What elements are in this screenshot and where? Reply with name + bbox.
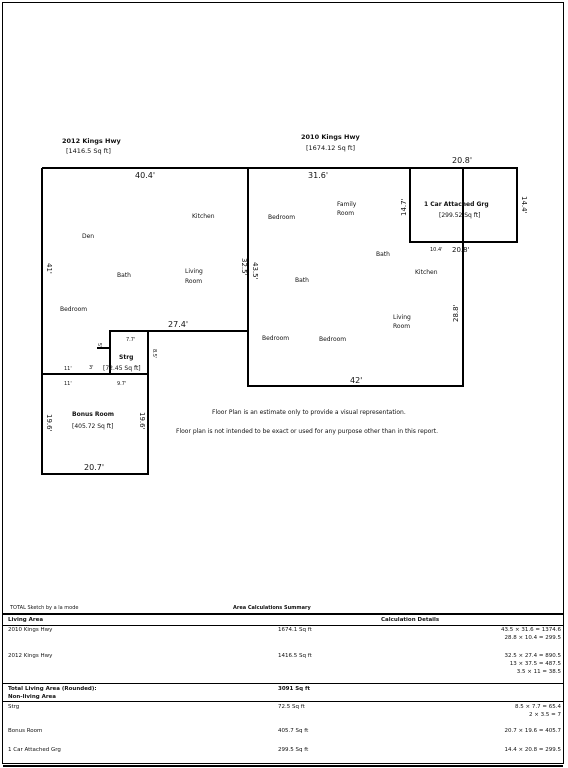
room-label: Room: [337, 210, 354, 217]
room-label: Bath: [295, 277, 309, 284]
header-2010-name: 2010 Kings Hwy: [301, 133, 360, 141]
header-2010-area: [1674.12 Sq ft]: [306, 144, 355, 152]
sketch-credit: TOTAL Sketch by a la mode: [10, 605, 79, 611]
calc-line: 3.5 × 11 = 38.5: [516, 669, 561, 675]
calc-line: 2 × 3.5 = 7: [529, 712, 561, 718]
dim-label: 41': [45, 263, 53, 274]
dim-label: 28.8': [452, 304, 460, 322]
plan-note: Floor Plan is an estimate only to provid…: [212, 409, 406, 416]
wall-2010: [247, 167, 464, 387]
dim-label: 14.4': [520, 196, 528, 214]
dim-label: 20.8': [452, 246, 470, 254]
dim-label: 14.7': [400, 198, 408, 216]
divider: [3, 625, 563, 626]
room-label: Living: [185, 268, 203, 275]
dim-label: 11': [64, 366, 72, 372]
dim-label: 20.8': [452, 156, 472, 165]
dim-label: 20.7': [84, 463, 104, 472]
area-summary: TOTAL Sketch by a la mode Area Calculati…: [3, 605, 563, 767]
calc-line: 32.5 × 27.4 = 890.5: [504, 653, 561, 659]
bonus-area: [405.72 Sq ft]: [72, 423, 113, 430]
room-label: Living: [393, 314, 411, 321]
divider: [3, 701, 563, 702]
total-value: 3091 Sq ft: [278, 686, 311, 692]
dim-label: 43.5': [251, 262, 259, 280]
living-area-heading: Living Area: [8, 617, 44, 623]
strg-name: Strg: [119, 354, 133, 361]
room-label: Kitchen: [192, 213, 215, 220]
row-name: 1 Car Attached Grg: [8, 747, 61, 753]
row-name: 2010 Kings Hwy: [8, 627, 53, 633]
room-label: Bedroom: [319, 336, 346, 343]
calc-line: 14.4 × 20.8 = 299.5: [504, 747, 561, 753]
dim-label: 19.6': [138, 412, 146, 430]
dim-label: 32.5': [240, 258, 248, 276]
row-name: Strg: [8, 704, 20, 710]
summary-title: Area Calculations Summary: [233, 605, 311, 611]
room-label: Bath: [376, 251, 390, 258]
header-2012-area: [1416.5 Sq ft]: [66, 147, 111, 155]
calc-line: 8.5 × 7.7 = 65.4: [515, 704, 561, 710]
plan-note: Floor plan is not intended to be exact o…: [176, 428, 438, 435]
dim-label: 19.6': [45, 414, 53, 432]
wall-garage: [409, 167, 518, 243]
row-area: 72.5 Sq ft: [278, 704, 305, 710]
divider: [3, 683, 563, 684]
non-living-heading: Non-living Area: [8, 694, 56, 700]
room-label: Kitchen: [415, 269, 438, 276]
row-area: 405.7 Sq ft: [278, 728, 309, 734]
room-label: Bath: [117, 272, 131, 279]
room-label: Bedroom: [60, 306, 87, 313]
calc-line: 20.7 × 19.6 = 405.7: [504, 728, 561, 734]
dim-label: 5': [96, 343, 102, 348]
dim-label: 11': [64, 381, 72, 387]
wall-2012: [41, 167, 249, 375]
summary-table: Living Area Calculation Details 2010 Kin…: [3, 613, 563, 767]
room-label: Room: [393, 323, 410, 330]
calc-line: 13 × 37.5 = 487.5: [509, 661, 561, 667]
wall-bonus: [41, 373, 149, 475]
strg-area: [72.45 Sq ft]: [103, 365, 141, 372]
dim-label: 9.7': [117, 381, 126, 387]
calc-line: 43.5 × 31.6 = 1374.6: [501, 627, 561, 633]
dim-label: 10.4': [430, 247, 443, 253]
header-2012-name: 2012 Kings Hwy: [62, 137, 121, 145]
calc-details-heading: Calculation Details: [381, 617, 440, 623]
room-label: Family: [337, 201, 357, 208]
row-area: 1416.5 Sq ft: [278, 653, 312, 659]
total-label: Total Living Area (Rounded):: [8, 686, 97, 692]
room-label: Den: [82, 233, 94, 240]
bonus-name: Bonus Room: [72, 411, 114, 418]
calc-line: 28.8 × 10.4 = 299.5: [504, 635, 561, 641]
row-name: Bonus Room: [8, 728, 43, 734]
dim-label: 3': [89, 365, 94, 371]
row-area: 299.5 Sq ft: [278, 747, 309, 753]
room-label: Bedroom: [268, 214, 295, 221]
garage-area: [299.52 Sq ft]: [439, 212, 480, 219]
floor-plan: 2012 Kings Hwy [1416.5 Sq ft] 2010 Kings…: [41, 133, 528, 475]
room-label: Room: [185, 278, 202, 285]
room-label: Bedroom: [262, 335, 289, 342]
garage-name: 1 Car Attached Grg: [424, 201, 489, 208]
dim-label: 40.4': [135, 171, 155, 180]
dim-label: 31.6': [308, 171, 328, 180]
row-name: 2012 Kings Hwy: [8, 653, 53, 659]
row-area: 1674.1 Sq ft: [278, 627, 312, 633]
dim-label: 7.7': [126, 337, 135, 343]
dim-label: 42': [350, 376, 362, 385]
dim-label: 27.4': [168, 320, 188, 329]
dim-label: 8.5': [151, 349, 157, 358]
